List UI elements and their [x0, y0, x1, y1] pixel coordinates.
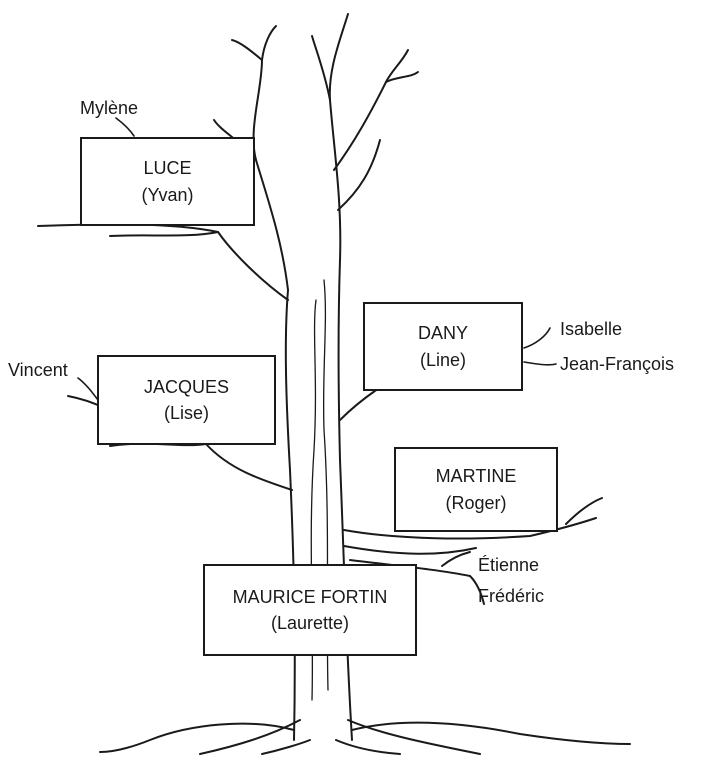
member-spouse-luce: (Yvan): [141, 184, 194, 205]
crown-branch: [311, 35, 331, 101]
crown-branch: [337, 139, 381, 211]
child-label-jean-francois: Jean-François: [560, 354, 675, 374]
member-spouse-dany: (Line): [419, 349, 467, 370]
member-box-dany: DANY (Line): [363, 302, 523, 391]
child-label-mylene: Mylène: [80, 98, 139, 118]
root-spouse: (Laurette): [270, 613, 350, 633]
trunk-left-outline: [284, 289, 296, 741]
connector-vincent: [77, 377, 99, 401]
connector-jean-francois: [523, 361, 557, 366]
root: [199, 719, 301, 755]
crown-branch: [328, 13, 349, 261]
crown-branch: [385, 49, 409, 83]
branch-martine: [343, 517, 597, 540]
member-name-dany: DANY: [417, 323, 468, 344]
root-box-maurice-fortin: MAURICE FORTIN (Laurette): [203, 564, 417, 656]
root: [99, 722, 295, 753]
crown-branch: [261, 25, 277, 61]
member-box-martine: MARTINE (Roger): [394, 447, 558, 532]
branch-luce: [109, 231, 219, 237]
branch-martine: [343, 545, 477, 555]
child-label-vincent: Vincent: [8, 360, 68, 380]
root: [335, 739, 401, 755]
member-spouse-jacques: (Lise): [163, 403, 209, 423]
child-label-etienne: Étienne: [478, 555, 540, 575]
root: [261, 739, 311, 755]
member-name-martine: MARTINE: [435, 466, 517, 487]
member-name-luce: LUCE: [143, 158, 192, 179]
connector-isabelle: [523, 327, 551, 349]
member-name-jacques: JACQUES: [143, 376, 230, 397]
branch-martine: [565, 497, 603, 525]
member-box-jacques: JACQUES (Lise): [97, 355, 276, 445]
crown-branch: [385, 71, 419, 83]
member-box-luce: LUCE (Yvan): [80, 137, 255, 226]
child-label-frederic: Frédéric: [478, 586, 545, 606]
root: [351, 721, 631, 745]
root-name: MAURICE FORTIN: [232, 586, 388, 607]
crown-branch: [231, 39, 263, 61]
child-label-isabelle: Isabelle: [560, 319, 623, 339]
root: [347, 719, 481, 755]
member-spouse-martine: (Roger): [445, 492, 507, 513]
crown-branch: [333, 81, 387, 171]
branch-etienne-frederic: [441, 551, 471, 567]
connector-mylene: [115, 117, 135, 137]
